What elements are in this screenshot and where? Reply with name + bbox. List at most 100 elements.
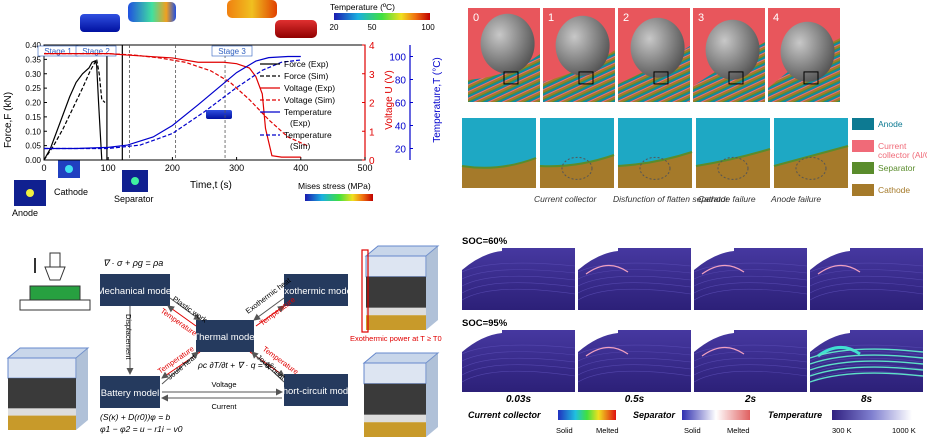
short-circuit-model-box: Short-circuit model <box>276 374 356 406</box>
colorbar-separator-low: Solid <box>684 426 701 435</box>
temperature-tick-label: 20 <box>395 145 407 156</box>
colorbar-separator-title: Separator <box>633 410 676 420</box>
contour-map-row1-t4 <box>809 248 924 310</box>
force-tick-label: 0.15 <box>25 113 41 122</box>
force-tick-label: 0.40 <box>25 41 41 50</box>
cell-thumbnail-stage2 <box>128 2 176 22</box>
contour-map-row2-t2 <box>577 330 692 392</box>
contour-maps <box>461 248 924 392</box>
temperature-colorbar-tick: 100 <box>421 23 435 32</box>
contour-map-row1-t2 <box>577 248 692 310</box>
series-line-temperature-exp <box>44 55 301 150</box>
legend-label: (Exp) <box>290 118 310 128</box>
colorbar-current-collector-high: Melted <box>596 426 619 435</box>
legend-label: (Sim) <box>290 141 310 151</box>
colorbar-current-collector-low: Solid <box>556 426 573 435</box>
mechanical-equation: ∇ · σ + ρg = ρa <box>103 258 163 268</box>
zoom-box <box>503 71 519 85</box>
legend-label: Force (Exp) <box>284 59 329 69</box>
voltage-axis-label: Voltage U (V) <box>384 70 395 129</box>
exothermic-model-label: Exothermic model <box>278 286 354 297</box>
displacement-label: Displacement <box>124 314 133 360</box>
x-tick-label: 0 <box>41 163 46 173</box>
stress-colorbar-title: Mises stress (MPa) <box>298 181 371 191</box>
short-circuit-model-label: Short-circuit model <box>276 386 355 397</box>
stage-label: Stage 3 <box>218 47 246 56</box>
legend-swatch <box>852 140 874 152</box>
puncture-frame-0: 0 <box>468 8 540 102</box>
contour-map-row1-t1 <box>461 248 576 310</box>
caption-cathode-failure: Cathode failure <box>698 194 756 204</box>
separator-inset-label: Separator <box>114 194 154 204</box>
x-tick-label: 500 <box>357 163 372 173</box>
puncture-frame-3: 3 <box>693 8 765 102</box>
stress-colorbar: Mises stress (MPa) <box>298 181 373 201</box>
frame-index: 4 <box>773 12 779 24</box>
temperature-colorbar-tick: 20 <box>330 23 339 32</box>
caption-current-collector: Current collector <box>534 194 598 204</box>
cell-thumbnail-stage1 <box>80 14 120 32</box>
zoom-box <box>803 71 819 85</box>
legend-label: Separator <box>878 163 915 173</box>
battery-equation-2: φ1 − φ2 = u − r1i − v0 <box>100 424 183 434</box>
x-tick-label: 200 <box>165 163 180 173</box>
contour-map-row2-t4 <box>809 330 924 392</box>
legend-label: Voltage (Sim) <box>284 95 335 105</box>
voltage-label: Voltage <box>211 380 236 389</box>
exothermic-stack <box>364 245 440 330</box>
contour-map-row2-t1 <box>461 330 576 392</box>
short-circuit-stack <box>362 352 440 437</box>
voltage-tick-label: 3 <box>369 70 375 81</box>
stage-label-box <box>75 45 117 57</box>
temperature-colorbar: Temperature (ºC) 20 50 100 <box>330 2 436 32</box>
contour-colorbars: Current collector Solid Melted Separator… <box>468 410 916 435</box>
force-tick-label: 0.35 <box>25 55 41 64</box>
zoom-box <box>578 71 594 85</box>
frame-index: 0 <box>473 12 479 24</box>
soc-95-label: SOC=95% <box>462 318 508 329</box>
frame-index: 1 <box>548 12 554 24</box>
colorbar-temperature-low: 300 K <box>832 426 852 435</box>
legend-label: collector (Al/Cu) <box>878 150 927 160</box>
zoom-view-3 <box>695 118 771 188</box>
anode-inset-label: Anode <box>12 208 38 218</box>
time-label: 0.03s <box>506 394 531 405</box>
panel-a: Temperature (ºC) 20 50 100 Mises stress … <box>0 0 460 225</box>
zoom-view-2 <box>617 118 693 188</box>
x-axis-label: Time,t (s) <box>190 180 232 191</box>
legend-swatch <box>852 162 874 174</box>
force-tick-label: 0.25 <box>25 84 41 93</box>
legend-swatch <box>852 118 874 130</box>
puncture-frame-4: 4 <box>768 8 840 102</box>
zoom-view-0 <box>461 118 537 188</box>
cell-thumbnails <box>80 0 317 119</box>
series-line-force-sim <box>43 57 106 161</box>
legend-label: Voltage (Exp) <box>284 83 335 93</box>
series-line-temperature-sim <box>44 59 301 150</box>
series-line-force-exp <box>43 59 103 161</box>
legend-swatch <box>852 184 874 196</box>
colorbar-temperature-high: 1000 K <box>892 426 916 435</box>
cathode-inset-label: Cathode <box>54 187 88 197</box>
legend-label: Temperature <box>284 107 332 117</box>
force-tick-label: 0.30 <box>25 70 41 79</box>
legend-label: Temperature <box>284 130 332 140</box>
caption-separator-disfunction: Disfunction of flatten separator <box>613 194 729 204</box>
zoom-view-4 <box>773 118 849 188</box>
contour-map-row2-t3 <box>693 330 808 392</box>
force-tick-label: 0.10 <box>25 127 41 136</box>
chart-legend: Force (Exp)Force (Sim)Voltage (Exp)Volta… <box>260 59 335 151</box>
time-label: 8s <box>861 394 873 405</box>
thermal-model-box: Thermal model <box>193 320 257 352</box>
caption-anode-failure: Anode failure <box>770 194 821 204</box>
time-label: 2s <box>744 394 757 405</box>
force-voltage-temperature-chart: Temperature (ºC) 20 50 100 Mises stress … <box>3 0 443 218</box>
voltage-tick-label: 0 <box>369 156 375 167</box>
cell-thumbnail-inset <box>206 110 232 119</box>
cell-thumbnail-stage4 <box>275 20 317 38</box>
cell-thumbnail-stage3 <box>227 0 277 18</box>
exothermic-highlight <box>361 249 369 333</box>
